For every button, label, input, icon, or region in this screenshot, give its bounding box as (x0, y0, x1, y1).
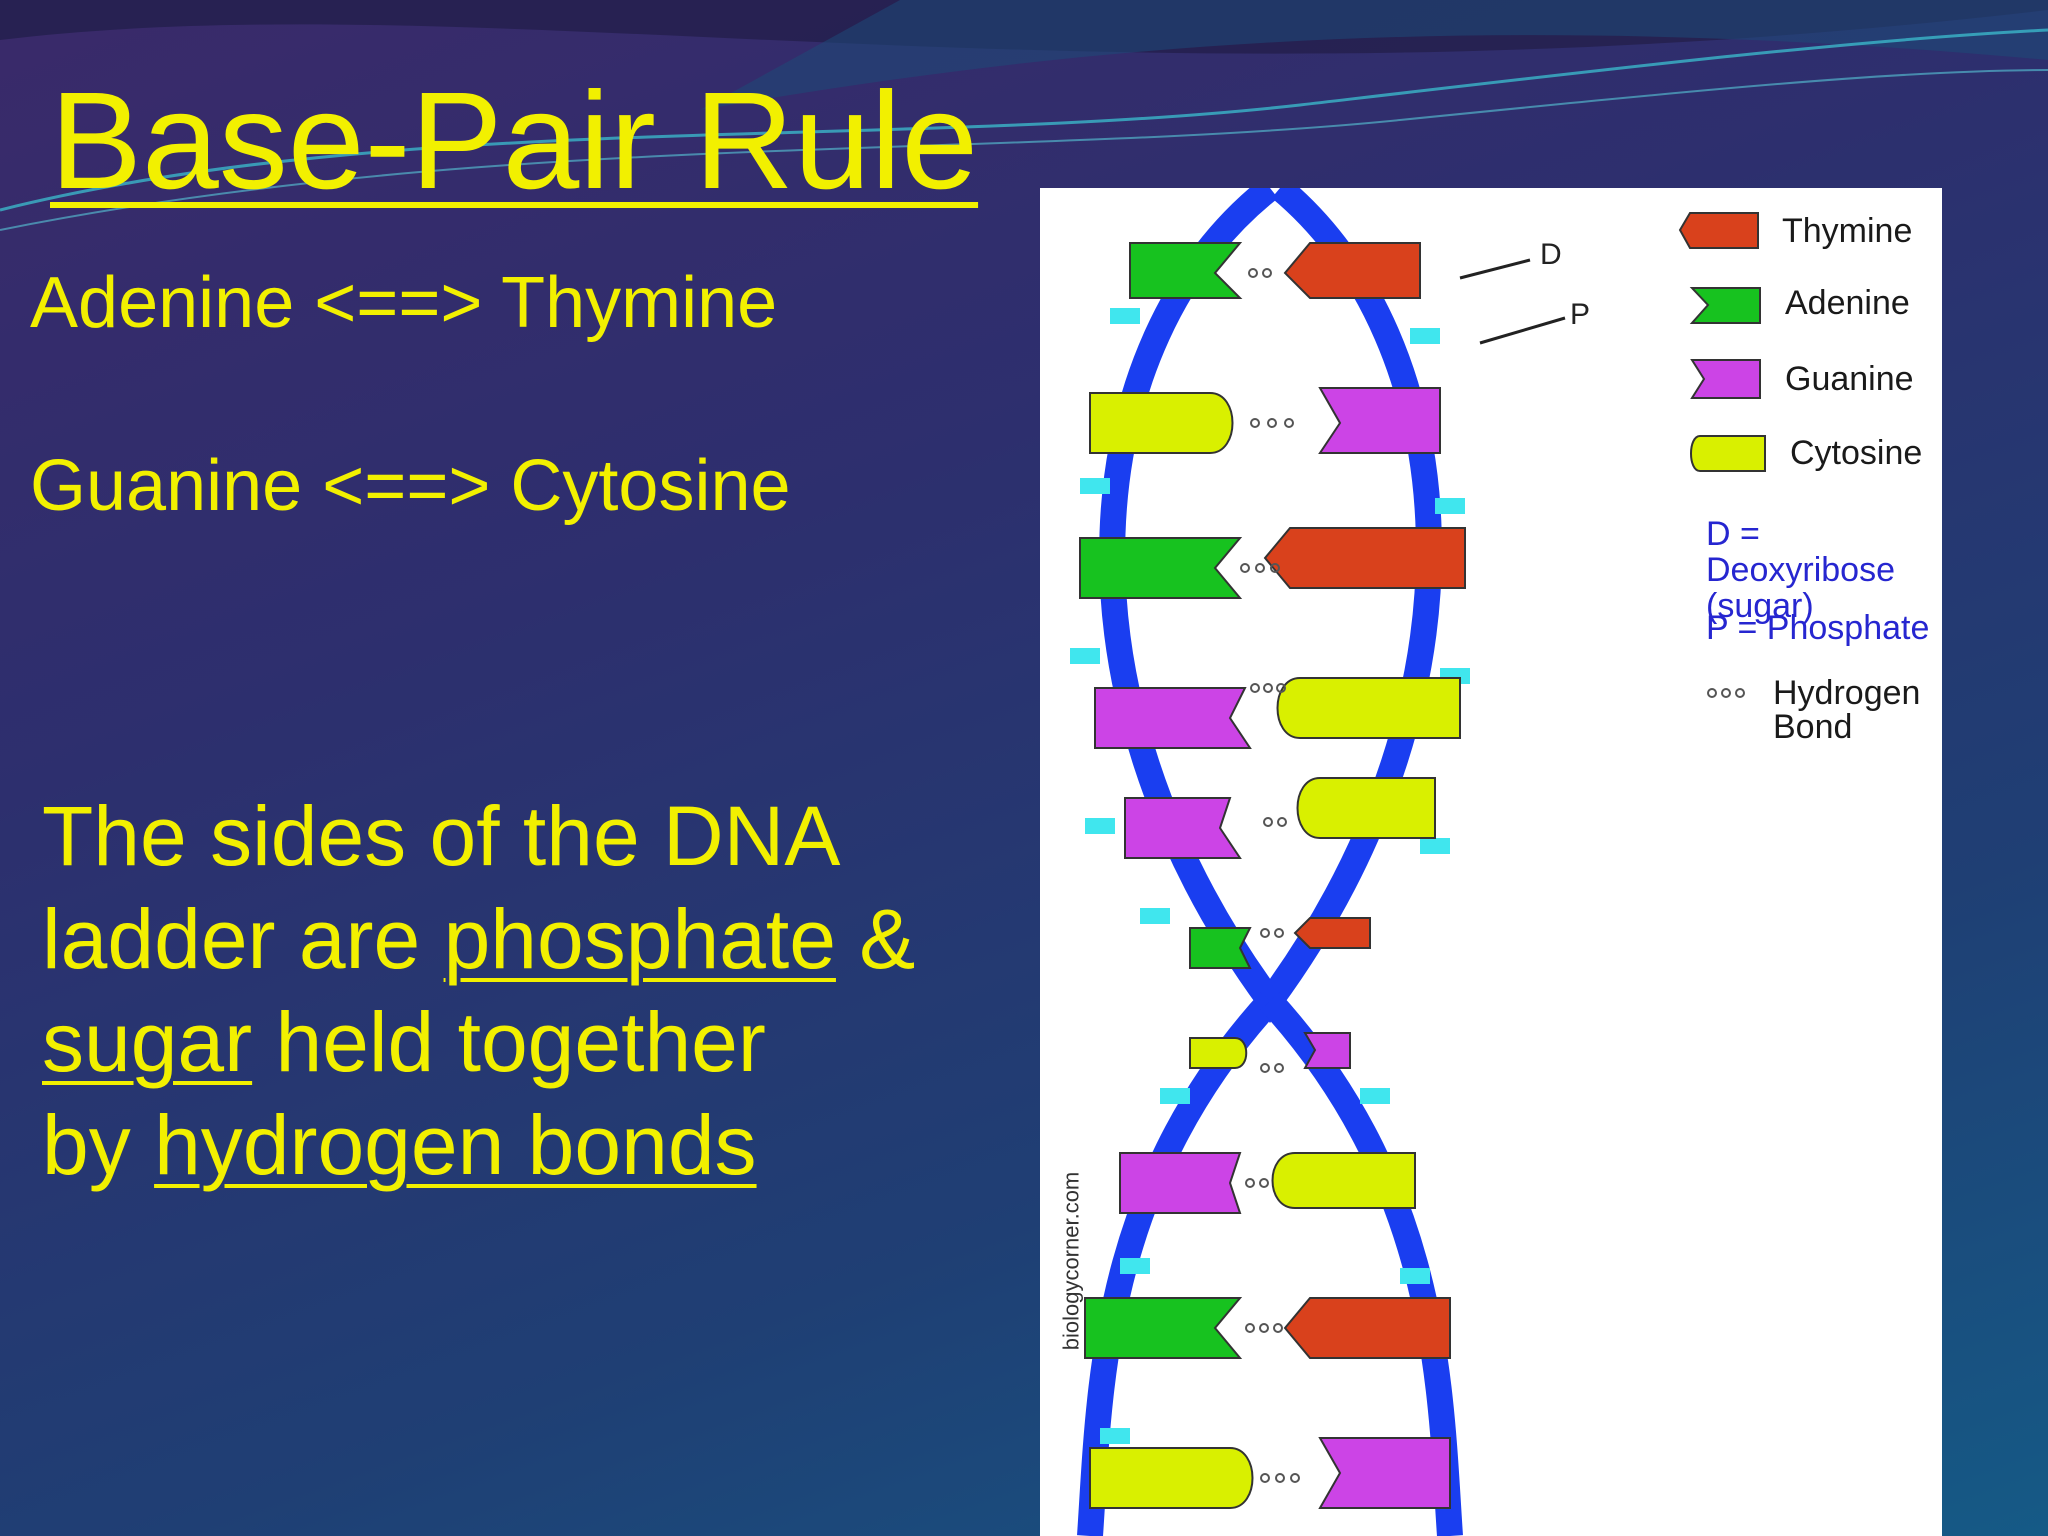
guanine-base (1320, 388, 1440, 453)
guanine-base (1320, 1438, 1450, 1508)
cytosine-base (1090, 393, 1233, 453)
legend-adenine: Adenine (1785, 284, 1910, 323)
thymine-base (1285, 243, 1420, 298)
description-line-1: The sides of the DNA (42, 789, 840, 883)
description-text: & (836, 892, 915, 986)
legend-deoxyribose-line1: D = Deoxyribose (1706, 516, 1942, 588)
deoxyribose-leader-line (1460, 260, 1530, 278)
guanine-base (1120, 1153, 1240, 1213)
cytosine-base (1298, 778, 1436, 838)
thymine-base (1285, 1298, 1450, 1358)
cytosine-base (1190, 1038, 1246, 1068)
phosphate-term: phosphate (444, 892, 836, 986)
adenine-swatch (1692, 288, 1760, 323)
hydrogen-bonds-term: hydrogen bonds (154, 1098, 756, 1192)
guanine-swatch (1692, 360, 1760, 398)
dna-ladder-description: The sides of the DNA ladder are phosphat… (42, 785, 1022, 1197)
cytosine-base (1273, 1153, 1416, 1208)
hydrogen-bond-markers (1241, 269, 1299, 1482)
legend-deoxyribose: D = Deoxyribose (sugar) (1706, 516, 1942, 624)
legend-phosphate: P = Phosphate (1706, 610, 1929, 646)
guanine-base (1125, 798, 1240, 858)
cytosine-base (1090, 1448, 1253, 1508)
legend-hydrogen-bond: Hydrogen Bond (1773, 676, 1920, 744)
cytosine-swatch (1691, 436, 1765, 471)
legend-cytosine: Cytosine (1790, 434, 1922, 473)
legend-guanine: Guanine (1785, 360, 1914, 399)
thymine-base (1295, 918, 1370, 948)
slide-title: Base-Pair Rule (50, 62, 978, 221)
phosphate-label: P (1570, 298, 1590, 332)
adenine-base (1130, 243, 1240, 298)
legend-hydrogen-bond-line1: Hydrogen (1773, 676, 1920, 710)
description-text: by (42, 1098, 154, 1192)
base-pair-adenine-thymine: Adenine <==> Thymine (30, 262, 777, 344)
adenine-base (1190, 928, 1250, 968)
description-text: held together (252, 995, 766, 1089)
legend-thymine: Thymine (1782, 212, 1912, 251)
dna-diagram: D P Thymine Adenine Guanine Cytosine D =… (1040, 188, 1942, 1536)
adenine-base (1085, 1298, 1240, 1358)
guanine-base (1095, 688, 1250, 748)
image-credit: biologycorner.com (1058, 1172, 1084, 1351)
adenine-base (1080, 538, 1240, 598)
thymine-swatch (1680, 213, 1758, 248)
description-text: ladder are (42, 892, 444, 986)
thymine-base (1265, 528, 1465, 588)
cytosine-base (1278, 678, 1461, 738)
deoxyribose-label: D (1540, 238, 1562, 272)
legend-hydrogen-bond-line2: Bond (1773, 710, 1920, 744)
phosphate-leader-line (1480, 318, 1565, 343)
hydrogen-bond-legend-icon (1708, 689, 1744, 697)
base-pair-guanine-cytosine: Guanine <==> Cytosine (30, 445, 791, 527)
sugar-term: sugar (42, 995, 252, 1089)
